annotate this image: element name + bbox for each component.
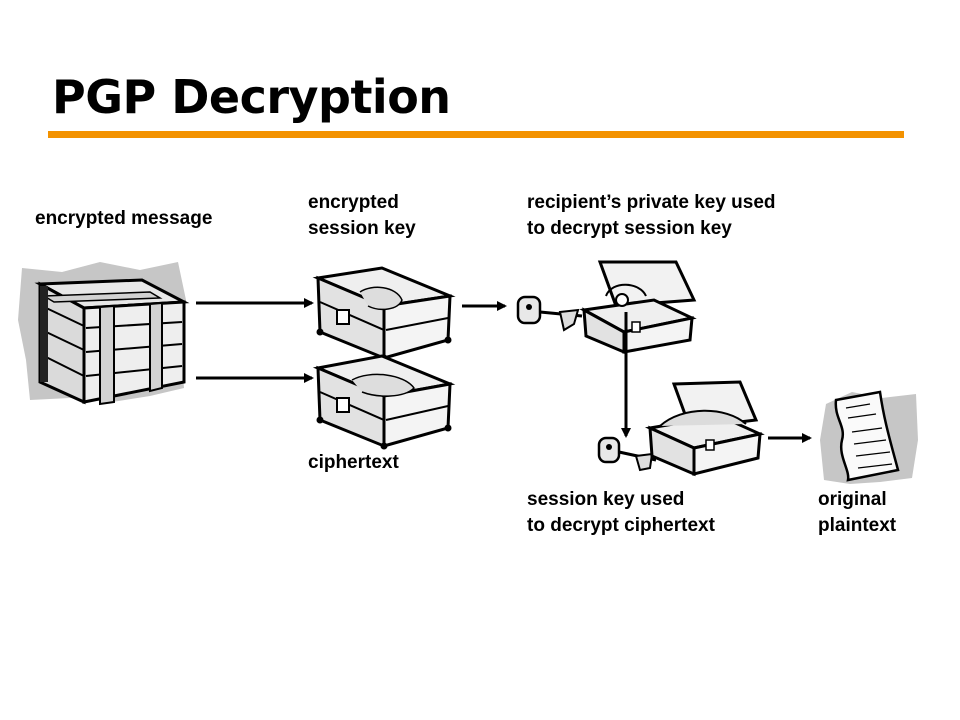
open-chest-icon <box>644 380 765 477</box>
locked-chest-icon <box>312 266 456 362</box>
document-icon <box>820 390 918 484</box>
label-private-key-step: recipient’s private key used to decrypt … <box>527 192 776 239</box>
key-icon <box>597 436 657 472</box>
label-session-key-step: session key used to decrypt ciphertext <box>527 489 715 536</box>
label-ciphertext: ciphertext <box>308 452 399 473</box>
key-icon <box>516 295 583 332</box>
label-encrypted-message: encrypted message <box>35 208 213 229</box>
label-encrypted-session-key: encrypted session key <box>308 192 416 239</box>
open-chest-icon <box>579 260 697 355</box>
locked-package-icon <box>18 262 190 406</box>
locked-chest-icon <box>312 354 456 450</box>
title-underline <box>48 131 904 138</box>
page-title: PGP Decryption <box>52 70 451 124</box>
label-original-plaintext: original plaintext <box>818 489 897 536</box>
